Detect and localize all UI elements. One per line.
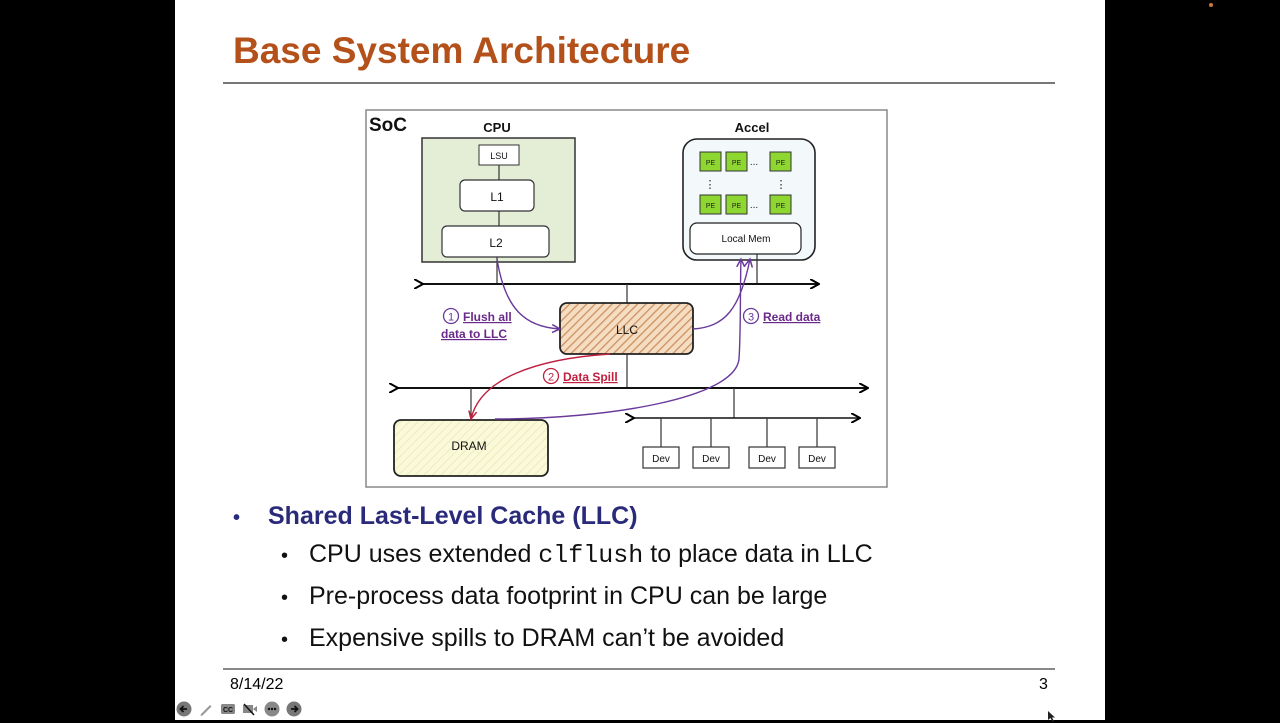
bullet-text: Pre-process data footprint in CPU can be… <box>309 582 828 610</box>
l2-label: L2 <box>489 236 503 250</box>
title-divider <box>223 82 1055 84</box>
more-options-button[interactable] <box>264 701 280 717</box>
pe-vdots: ⋮ <box>705 179 716 191</box>
device-block: Dev <box>642 446 680 469</box>
svg-text:PE: PE <box>706 203 716 210</box>
pe-block: PE <box>769 194 792 215</box>
code-clflush: clflush <box>538 541 644 570</box>
svg-text:Read data: Read data <box>763 310 821 324</box>
footer-date: 8/14/22 <box>230 676 284 693</box>
svg-text:3: 3 <box>748 312 754 324</box>
bullet-item: • Expensive spills to DRAM can’t be avoi… <box>281 624 873 666</box>
pe-vdots: ⋮ <box>776 179 787 191</box>
arrow-left-icon <box>176 701 192 717</box>
mouse-cursor-icon <box>1048 711 1055 722</box>
device-group: Dev Dev Dev Dev <box>642 418 836 469</box>
device-block: Dev <box>798 446 836 469</box>
dram-label: DRAM <box>451 439 486 453</box>
pe-block: PE <box>725 151 748 172</box>
soc-label: SoC <box>369 115 407 136</box>
prev-slide-button[interactable] <box>176 701 192 717</box>
svg-text:PE: PE <box>732 160 742 167</box>
l2-cache-block <box>441 225 550 258</box>
llc-label: LLC <box>616 323 638 337</box>
svg-text:Dev: Dev <box>652 454 670 465</box>
video-off-icon <box>243 703 257 716</box>
pe-grid: PE PE PE... PE PE PE... ⋮ ⋮ <box>699 151 792 215</box>
step-2-label: 2 Data Spill <box>542 367 618 385</box>
recording-indicator-icon <box>1209 3 1213 7</box>
svg-text:2: 2 <box>548 372 554 384</box>
svg-text:CC: CC <box>223 707 233 714</box>
pen-icon <box>200 705 212 716</box>
svg-text:data to LLC: data to LLC <box>441 327 507 341</box>
svg-text:PE: PE <box>776 203 786 210</box>
captions-icon: CC <box>221 704 235 714</box>
bullet-icon: • <box>281 545 289 567</box>
bullet-item: • CPU uses extended clflush to place dat… <box>281 540 873 582</box>
cpu-label: CPU <box>483 120 510 135</box>
bullet-text: CPU uses extended clflush to place data … <box>309 540 873 570</box>
step-1-label: 1 Flush all data to LLC <box>441 307 512 341</box>
local-mem-label: Local Mem <box>722 234 771 245</box>
pe-block: PE <box>725 194 748 215</box>
lsu-label: LSU <box>490 151 508 161</box>
pe-block: PE <box>769 151 792 172</box>
svg-text:Dev: Dev <box>702 454 720 465</box>
next-slide-button[interactable] <box>286 701 302 717</box>
bullet-icon: • <box>281 629 289 651</box>
bullet-list: • Shared Last-Level Cache (LLC) • CPU us… <box>233 502 873 666</box>
captions-button[interactable]: CC <box>220 701 236 717</box>
bullet-heading: • Shared Last-Level Cache (LLC) <box>233 502 873 536</box>
l1-cache-block <box>459 179 535 212</box>
pe-block: PE <box>699 151 722 172</box>
device-block: Dev <box>692 446 730 469</box>
footer-divider <box>223 668 1055 670</box>
architecture-diagram: SoC CPU LSU L1 L2 Accel PE PE PE... PE PE PE.… <box>365 109 888 488</box>
local-mem-block <box>689 222 802 255</box>
read-arrow-llc <box>692 259 750 330</box>
svg-text:Dev: Dev <box>808 454 826 465</box>
svg-text:Flush all: Flush all <box>463 310 512 324</box>
slide-title: Base System Architecture <box>233 30 691 71</box>
bullet-icon: • <box>233 507 241 529</box>
slide: Base System Architecture SoC <box>175 0 1105 720</box>
arrow-right-icon <box>286 701 302 717</box>
bullet-icon: • <box>281 587 289 609</box>
page-number: 3 <box>1039 676 1048 693</box>
step-3-label: 3 Read data <box>742 307 821 325</box>
more-icon <box>264 701 280 717</box>
accel-label: Accel <box>735 120 770 135</box>
pe-block: PE <box>699 194 722 215</box>
pe-ellipsis: ... <box>750 200 758 211</box>
pen-button[interactable] <box>198 701 214 717</box>
svg-text:Data Spill: Data Spill <box>563 370 618 384</box>
svg-text:PE: PE <box>732 203 742 210</box>
pe-ellipsis: ... <box>750 157 758 168</box>
bullet-text: Expensive spills to DRAM can’t be avoide… <box>309 624 785 652</box>
svg-text:Dev: Dev <box>758 454 776 465</box>
spill-arrow <box>471 353 611 419</box>
device-block: Dev <box>748 446 786 469</box>
video-toggle-button[interactable] <box>242 701 258 717</box>
svg-text:1: 1 <box>448 312 454 324</box>
svg-text:PE: PE <box>706 160 716 167</box>
l1-label: L1 <box>490 190 504 204</box>
read-arrow-dram <box>494 259 741 420</box>
flush-arrow <box>496 258 560 329</box>
presentation-controls: CC <box>176 701 302 717</box>
bullet-item: • Pre-process data footprint in CPU can … <box>281 582 873 624</box>
bullet-heading-text: Shared Last-Level Cache (LLC) <box>268 502 638 530</box>
svg-text:PE: PE <box>776 160 786 167</box>
